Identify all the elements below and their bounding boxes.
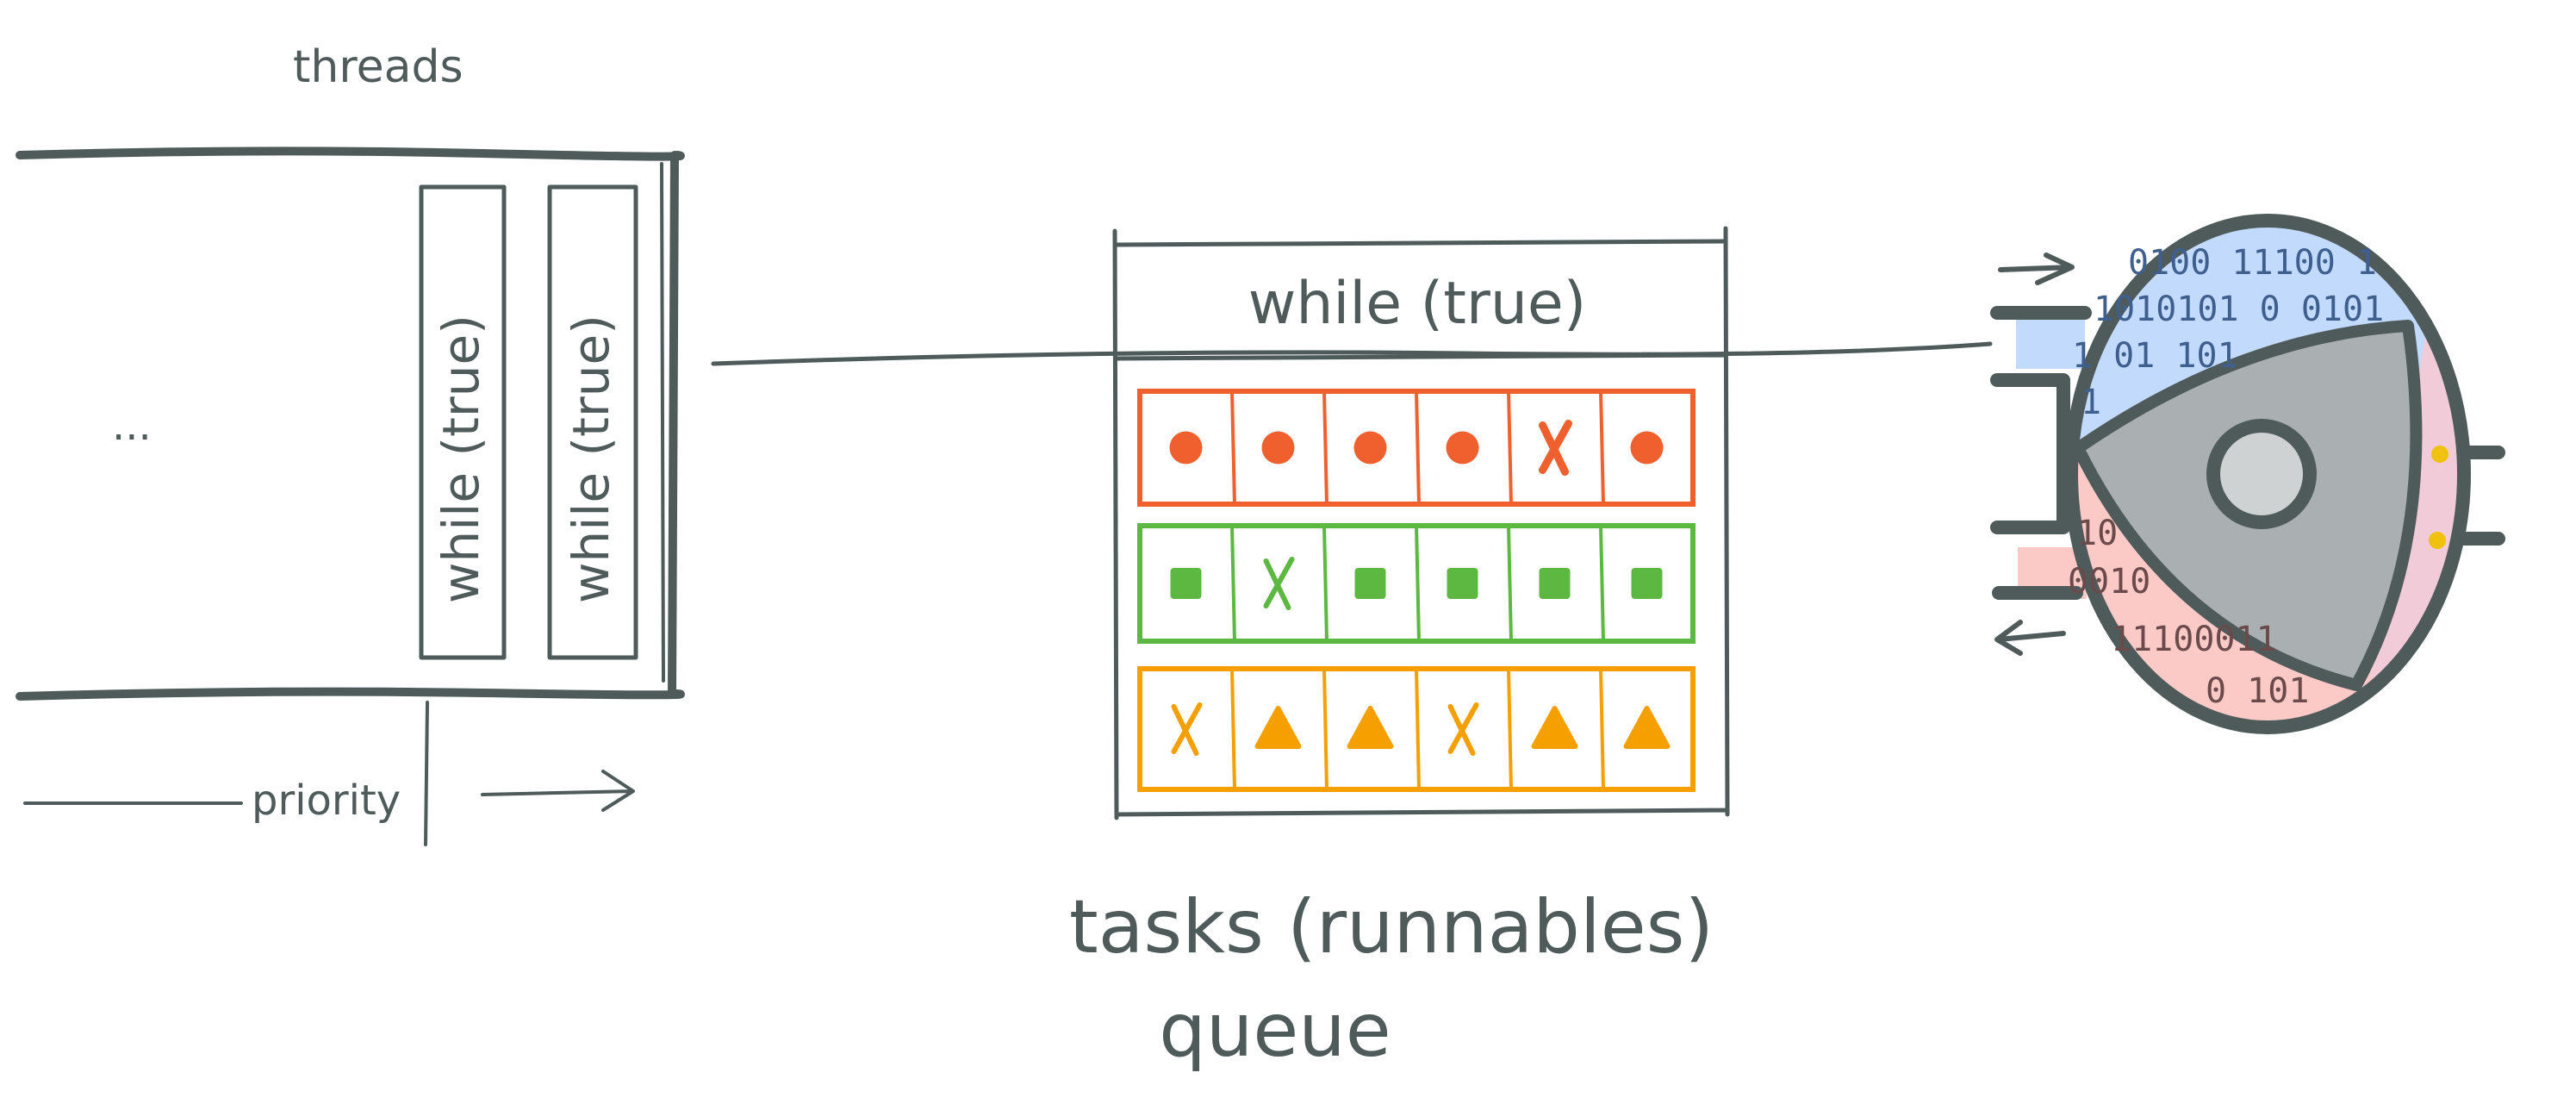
queue-cell-divider: [1322, 525, 1328, 642]
queue-caption-line2: queue: [1159, 988, 1391, 1074]
queue-header: while (true): [1248, 270, 1587, 338]
threads-title: threads: [293, 41, 464, 93]
thread-1-label: while (true): [432, 315, 490, 603]
thread-2-box: [547, 184, 638, 660]
task-circle-icon: [1353, 431, 1387, 465]
intake-port-fill: [2016, 317, 2085, 369]
shaft: [2206, 419, 2317, 529]
queue-cell-divider: [1415, 668, 1421, 790]
priority-arrow-icon: [481, 770, 635, 812]
task-triangle-icon: [1347, 706, 1394, 749]
queue-cell-divider: [1599, 668, 1605, 790]
queue-cell-divider: [1322, 390, 1328, 505]
spark-plug-2: [2429, 532, 2446, 549]
task-queue: while (true) tasks (runnables) queue: [1069, 226, 1730, 1074]
task-cancelled-x-icon: [1539, 420, 1572, 476]
exhaust-bits-line: 0 101: [2206, 671, 2309, 711]
task-square-icon: [1447, 568, 1478, 599]
task-cancelled-x-icon: [1447, 702, 1479, 756]
queue-cell-divider: [1599, 390, 1605, 505]
task-triangle-icon: [1254, 706, 1302, 749]
queue-row: [1137, 389, 1696, 507]
queue-cell-divider: [1507, 390, 1513, 505]
queue-cell-divider: [1230, 668, 1236, 790]
task-square-icon: [1539, 568, 1571, 599]
queue-cell-divider: [1230, 390, 1236, 505]
intake-bits-line: 1: [2081, 383, 2101, 422]
task-circle-icon: [1446, 431, 1479, 465]
connection-line: [711, 341, 1993, 366]
exhaust-bits-line: 0010: [2068, 562, 2150, 602]
queue-cell-divider: [1415, 390, 1421, 505]
thread-2-label: while (true): [562, 315, 620, 603]
threads-inner-line: [660, 162, 665, 683]
exhaust-bits: 10 0010 11100011 0 101: [2068, 514, 2309, 711]
priority-label: priority: [252, 776, 401, 825]
exhaust-bits-line: 10: [2076, 514, 2118, 553]
threads-top-border: [16, 147, 685, 161]
thread-1: while (true): [419, 184, 507, 660]
task-circle-icon: [1261, 431, 1295, 465]
queue-row: [1137, 523, 1696, 644]
task-square-icon: [1631, 568, 1663, 599]
queue-cell-divider: [1230, 525, 1236, 642]
intake-bits-line: 0100 11100 1: [2128, 243, 2377, 283]
spark-plug-1: [2431, 446, 2448, 463]
intake-bits: 0100 11100 1 1010101 0 0101 1 01 101 1: [2072, 243, 2384, 422]
intake-bits-line: 1010101 0 0101: [2094, 290, 2384, 329]
exhaust-arrow-icon: [1994, 620, 2066, 656]
engine-housing: [2064, 214, 2471, 734]
queue-row: [1137, 666, 1696, 792]
queue-rows: [1137, 389, 1696, 792]
task-square-icon: [1170, 568, 1202, 599]
thread-2: while (true): [547, 184, 638, 660]
threads-ellipsis: ...: [112, 402, 152, 450]
task-cancelled-x-icon: [1171, 702, 1203, 756]
task-circle-icon: [1169, 431, 1203, 465]
threads-right-border: [668, 151, 679, 698]
engine-ports: [1990, 306, 2505, 600]
intake-arrow-icon: [1998, 253, 2075, 285]
thread-1-box: [419, 184, 507, 660]
threads-bottom-border: [16, 687, 685, 701]
task-circle-icon: [1630, 431, 1664, 465]
task-square-icon: [1354, 568, 1386, 599]
priority-tick: [424, 701, 429, 846]
task-triangle-icon: [1531, 706, 1578, 749]
queue-frame: [1112, 226, 1730, 820]
queue-cell-divider: [1322, 668, 1328, 790]
queue-cell-divider: [1599, 525, 1605, 642]
task-triangle-icon: [1623, 706, 1671, 749]
queue-cell-divider: [1507, 525, 1513, 642]
threads-group: threads ... while (true) while (true) pr…: [16, 41, 685, 846]
queue-cell-divider: [1415, 525, 1421, 642]
task-cancelled-x-icon: [1263, 557, 1295, 610]
rotary-engine-icon: 0100 11100 1 1010101 0 0101 1 01 101 1 1…: [1990, 214, 2505, 734]
queue-caption-line1: tasks (runnables): [1069, 884, 1714, 970]
intake-bits-line: 1 01 101: [2072, 336, 2238, 376]
queue-cell-divider: [1507, 668, 1513, 790]
exhaust-bits-line: 11100011: [2111, 620, 2277, 659]
